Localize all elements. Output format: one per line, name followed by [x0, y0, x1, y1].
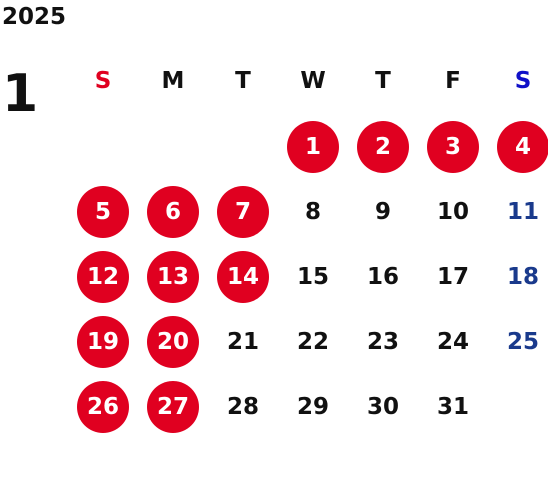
calendar-day-cell: 13 — [138, 244, 208, 309]
weekday-saturday: S — [514, 68, 532, 94]
calendar-day-cell: 15 — [278, 244, 348, 309]
weekday-wednesday: W — [300, 68, 326, 94]
calendar-day-cell: 6 — [138, 179, 208, 244]
calendar-day[interactable]: 15 — [296, 263, 329, 290]
calendar-day-cell: 3 — [418, 114, 488, 179]
calendar-day-cell: 11 — [488, 179, 548, 244]
month-label: 1 — [2, 64, 39, 124]
calendar-day-holiday[interactable]: 13 — [147, 250, 199, 303]
calendar-day-holiday[interactable]: 2 — [357, 120, 409, 173]
calendar-day-cell: 12 — [68, 244, 138, 309]
calendar-day-cell — [208, 114, 278, 179]
calendar-day-cell: 20 — [138, 309, 208, 374]
calendar-day-cell: 17 — [418, 244, 488, 309]
calendar-day[interactable]: 10 — [436, 198, 469, 225]
calendar-day-cell: 29 — [278, 374, 348, 439]
weekday-tuesday: T — [235, 68, 251, 94]
calendar-day-cell: 26 — [68, 374, 138, 439]
calendar-day-cell: 19 — [68, 309, 138, 374]
weekday-sunday: S — [94, 68, 112, 94]
calendar-day-cell: 31 — [418, 374, 488, 439]
calendar-week-row: 26 27 28 29 30 31 — [68, 374, 548, 439]
calendar-day-cell: 27 — [138, 374, 208, 439]
calendar-day-holiday[interactable]: 7 — [217, 185, 269, 238]
calendar-day-cell: 10 — [418, 179, 488, 244]
calendar-day[interactable]: 22 — [296, 328, 329, 355]
calendar-day-cell: 9 — [348, 179, 418, 244]
calendar-day-cell: 30 — [348, 374, 418, 439]
calendar-day-holiday[interactable]: 19 — [77, 315, 129, 368]
calendar-day-holiday[interactable]: 20 — [147, 315, 199, 368]
calendar-day-holiday[interactable]: 5 — [77, 185, 129, 238]
calendar-day[interactable]: 17 — [436, 263, 469, 290]
calendar-day-cell: 1 — [278, 114, 348, 179]
calendar-day[interactable]: 16 — [366, 263, 399, 290]
calendar-day-holiday[interactable]: 26 — [77, 380, 129, 433]
calendar-day-cell: 23 — [348, 309, 418, 374]
calendar-day-cell: 22 — [278, 309, 348, 374]
calendar-day[interactable]: 21 — [226, 328, 259, 355]
calendar-day-cell: 7 — [208, 179, 278, 244]
calendar-day-holiday[interactable]: 1 — [287, 120, 339, 173]
calendar-day-cell: 2 — [348, 114, 418, 179]
calendar-day-cell: 5 — [68, 179, 138, 244]
calendar-day-holiday[interactable]: 3 — [427, 120, 479, 173]
calendar-day-cell: 28 — [208, 374, 278, 439]
calendar-day-cell — [68, 114, 138, 179]
calendar-day-cell: 16 — [348, 244, 418, 309]
calendar-day-holiday[interactable]: 14 — [217, 250, 269, 303]
year-label: 2025 — [2, 4, 67, 30]
calendar-day-cell: 14 — [208, 244, 278, 309]
calendar-day[interactable]: 9 — [374, 198, 391, 225]
weekday-monday: M — [161, 68, 185, 94]
calendar-day-cell: 25 — [488, 309, 548, 374]
calendar-day[interactable]: 31 — [436, 393, 469, 420]
calendar-day-cell: 21 — [208, 309, 278, 374]
calendar-day[interactable]: 18 — [506, 263, 539, 290]
calendar-day-cell — [138, 114, 208, 179]
calendar-day-cell: 24 — [418, 309, 488, 374]
calendar-day-holiday[interactable]: 4 — [497, 120, 548, 173]
calendar-day-holiday[interactable]: 6 — [147, 185, 199, 238]
calendar-day[interactable]: 29 — [296, 393, 329, 420]
calendar-day[interactable]: 11 — [506, 198, 539, 225]
calendar-day[interactable]: 25 — [506, 328, 539, 355]
calendar-week-row: 12 13 14 15 16 17 18 — [68, 244, 548, 309]
calendar-day[interactable]: 23 — [366, 328, 399, 355]
calendar-day[interactable]: 30 — [366, 393, 399, 420]
calendar-day-cell — [488, 374, 548, 439]
calendar-day-cell: 18 — [488, 244, 548, 309]
weekday-thursday: T — [375, 68, 391, 94]
calendar-day-cell: 4 — [488, 114, 548, 179]
calendar-day-holiday[interactable]: 27 — [147, 380, 199, 433]
calendar-day-cell: 8 — [278, 179, 348, 244]
weekday-header-row: S M T W T F S — [68, 48, 548, 114]
calendar-day-holiday[interactable]: 12 — [77, 250, 129, 303]
calendar-day[interactable]: 8 — [304, 198, 321, 225]
calendar-week-row: 19 20 21 22 23 24 25 — [68, 309, 548, 374]
calendar-day[interactable]: 24 — [436, 328, 469, 355]
calendar-day[interactable]: 28 — [226, 393, 259, 420]
weekday-friday: F — [445, 68, 461, 94]
